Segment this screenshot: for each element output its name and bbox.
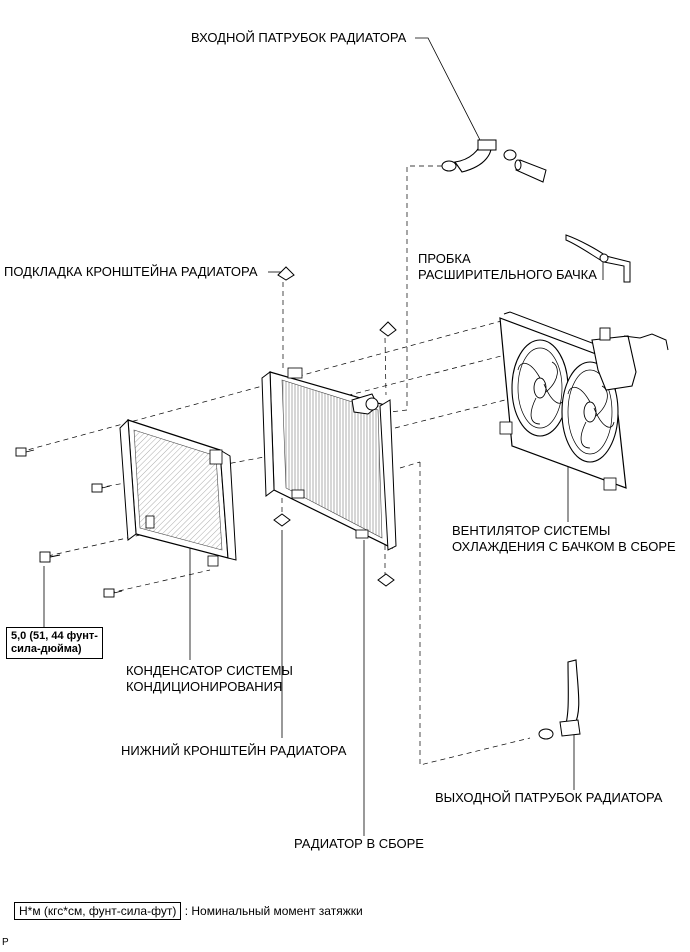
outlet-hose: [538, 659, 581, 740]
reservoir-cap: [565, 234, 631, 283]
torque-legend: Н*м (кгс*см, фунт-сила-фут) : Номинальны…: [14, 902, 363, 920]
legend-text: : Номинальный момент затяжки: [184, 904, 363, 918]
bracket-cushion: [273, 266, 397, 587]
label-condenser-line2: КОНДИЦИОНИРОВАНИЯ: [126, 679, 283, 694]
label-radiator-assy: РАДИАТОР В СБОРЕ: [294, 836, 424, 851]
label-condenser-line1: КОНДЕНСАТОР СИСТЕМЫ: [126, 663, 293, 678]
bolts: [15, 447, 123, 598]
legend-unit-box: Н*м (кгс*см, фунт-сила-фут): [14, 902, 182, 920]
torque-line2: сила-дюйма): [11, 643, 82, 655]
label-bracket-cushion: ПОДКЛАДКА КРОНШТЕЙНА РАДИАТОРА: [4, 264, 258, 279]
radiator-assy: [261, 367, 397, 551]
label-lower-bracket: НИЖНИЙ КРОНШТЕЙН РАДИАТОРА: [121, 743, 347, 758]
corner-mark: P: [2, 937, 9, 948]
torque-spec-box: 5,0 (51, 44 фунт- сила-дюйма): [6, 627, 103, 659]
label-reservoir-cap-line2: РАСШИРИТЕЛЬНОГО БАЧКА: [418, 267, 597, 282]
dashed-guides: [19, 165, 531, 766]
label-reservoir-cap-line1: ПРОБКА: [418, 251, 471, 266]
inlet-hose: [441, 139, 547, 183]
condenser: [119, 418, 237, 567]
label-inlet-hose: ВХОДНОЙ ПАТРУБОК РАДИАТОРА: [191, 30, 407, 45]
torque-line1: 5,0 (51, 44 фунт-: [11, 630, 98, 642]
label-fan-line1: ВЕНТИЛЯТОР СИСТЕМЫ: [452, 523, 611, 538]
label-fan-line2: ОХЛАЖДЕНИЯ С БАЧКОМ В СБОРЕ: [452, 539, 676, 554]
fan-with-shroud: [499, 311, 669, 491]
label-outlet-hose: ВЫХОДНОЙ ПАТРУБОК РАДИАТОРА: [435, 790, 663, 805]
